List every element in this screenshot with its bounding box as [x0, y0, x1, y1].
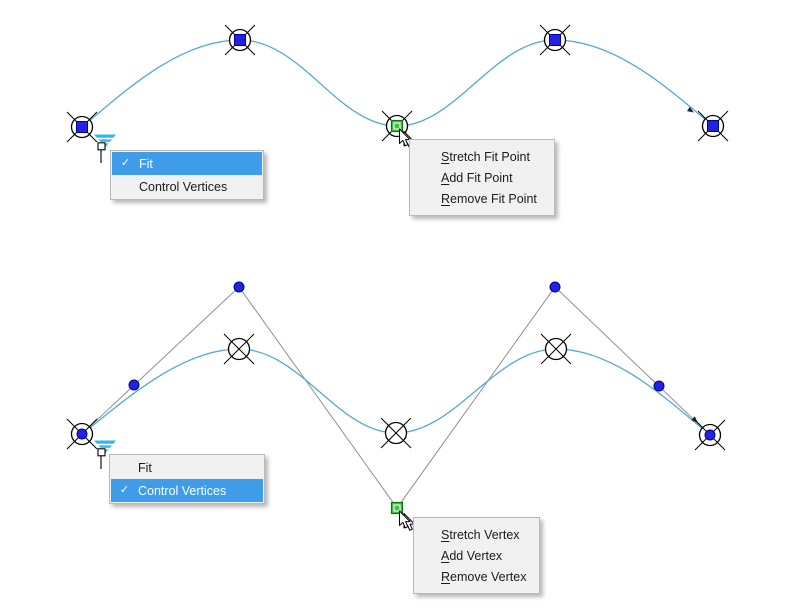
endpoint-vertex-grip[interactable] [66, 418, 98, 450]
control-vertex-grip[interactable] [233, 281, 245, 293]
fit-point-grip[interactable] [697, 110, 729, 142]
fit-point-grip[interactable] [224, 24, 256, 56]
endpoint-vertex-grip[interactable] [694, 419, 726, 451]
checkmark-icon: ✓ [120, 157, 131, 169]
menu-item-add-vertex[interactable]: Add Vertex [414, 545, 539, 566]
menu-item-label: Control Vertices [139, 179, 228, 194]
fit-point-grip[interactable] [539, 24, 571, 56]
menu-item-label: Remove Vertex [441, 569, 527, 584]
checkmark-icon: ✓ [119, 484, 130, 496]
grip-menu-triangle-icon [94, 134, 116, 163]
spline-direction-arrow [686, 106, 694, 113]
control-vertex-grip-hovered[interactable] [390, 501, 404, 515]
fit-point-grip[interactable] [66, 111, 98, 143]
mouse-cursor-icon [399, 510, 415, 531]
grip-menu-triangle-icon [94, 440, 116, 469]
menu-item-label: Stretch Vertex [441, 527, 520, 542]
fit-point-marker [540, 333, 572, 365]
menu-item-label: Add Vertex [441, 548, 503, 563]
control-vertex-grip[interactable] [653, 380, 665, 392]
spline-curve[interactable] [81, 39, 714, 128]
control-vertex-grip[interactable] [549, 281, 561, 293]
control-vertices-spline [66, 281, 726, 531]
fit-point-marker [223, 333, 255, 365]
menu-item-label: Stretch Fit Point [441, 149, 530, 164]
menu-item-fit[interactable]: Fit [111, 456, 263, 479]
control-vertex-grip[interactable] [128, 379, 140, 391]
menu-item-label: Fit [138, 460, 152, 475]
menu-item-label: Control Vertices [138, 483, 227, 498]
fit-points-spline [66, 24, 729, 163]
menu-item-control-vertices[interactable]: ✓ Control Vertices [111, 479, 263, 502]
menu-item-fit[interactable]: ✓ Fit [112, 152, 262, 175]
menu-item-stretch-fit-point[interactable]: Stretch Fit Point [410, 146, 554, 167]
menu-item-remove-vertex[interactable]: Remove Vertex [414, 566, 539, 587]
menu-item-control-vertices[interactable]: Control Vertices [112, 175, 262, 198]
menu-item-add-fit-point[interactable]: Add Fit Point [410, 167, 554, 188]
spline-display-mode-menu: Fit ✓ Control Vertices [109, 454, 265, 504]
menu-item-label: Remove Fit Point [441, 191, 537, 206]
menu-item-stretch-vertex[interactable]: Stretch Vertex [414, 524, 539, 545]
menu-item-remove-fit-point[interactable]: Remove Fit Point [410, 188, 554, 209]
menu-item-label: Add Fit Point [441, 170, 513, 185]
fit-point-marker [380, 417, 412, 449]
menu-item-label: Fit [139, 156, 153, 171]
